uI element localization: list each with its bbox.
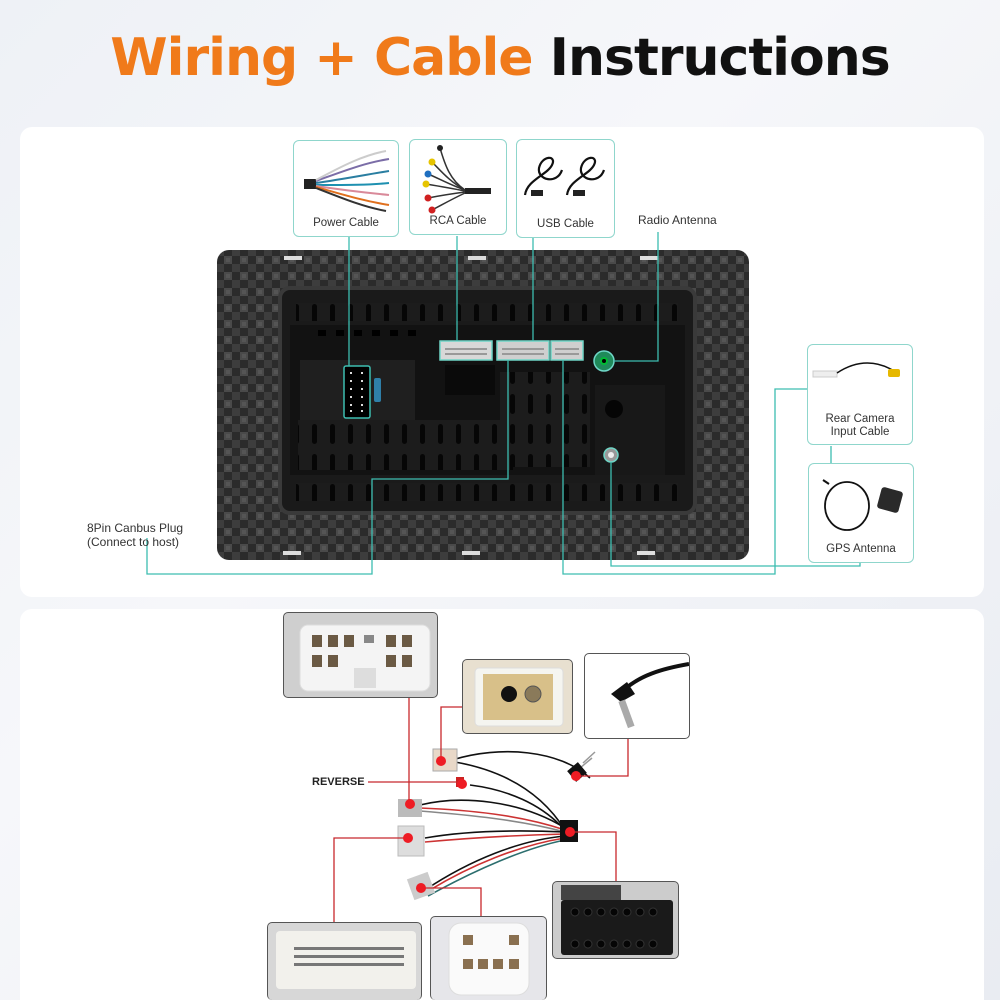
radio-line — [614, 232, 659, 362]
antenna-socket-icon — [474, 667, 564, 727]
gps-antenna-icon — [822, 479, 903, 531]
photo-antenna-plug — [584, 653, 690, 739]
antenna-plug-icon — [611, 662, 689, 729]
label-reverse: REVERSE — [312, 776, 365, 788]
rca-port — [496, 340, 550, 361]
cable-label-gps: GPS Antenna — [826, 543, 896, 555]
photo-head-unit-plug — [552, 881, 679, 959]
canbus-line — [146, 360, 509, 575]
canbus-socket — [343, 365, 381, 419]
cable-box-rear-camera: Rear Camera Input Cable — [807, 344, 913, 445]
gps-line — [610, 462, 861, 567]
callout-lines — [146, 232, 861, 575]
page-title: Wiring + Cable Instructions — [0, 28, 1000, 88]
cable-label-rca: RCA Cable — [429, 215, 487, 227]
title-accent: Wiring + Cable — [110, 28, 533, 88]
title-main: Instructions — [549, 28, 891, 88]
cable-box-rca: RCA Cable — [409, 139, 507, 235]
label-radio-antenna: Radio Antenna — [638, 213, 717, 227]
cable-label-power: Power Cable — [313, 217, 379, 229]
cable-box-gps: GPS Antenna — [808, 463, 914, 563]
rca-cable-icon — [422, 145, 491, 214]
cable-label-rear-camera: Rear Camera Input Cable — [825, 413, 895, 438]
photo-antenna-socket — [462, 659, 573, 734]
photo-8pin-connector — [430, 916, 547, 1000]
photo-16pin-connector — [283, 612, 438, 698]
rear-camera-cable-icon — [812, 362, 900, 378]
label-canbus-plug: 8Pin Canbus Plug (Connect to host) — [87, 521, 184, 549]
power-port — [439, 340, 493, 361]
cable-box-usb: USB Cable — [516, 139, 615, 238]
28pin-connector-icon — [276, 931, 416, 989]
gps-port — [603, 447, 619, 463]
photo-28pin-connector — [267, 922, 422, 1000]
cable-label-usb: USB Cable — [537, 218, 594, 230]
head-unit-plug-icon — [561, 885, 673, 955]
16pin-connector-icon — [299, 624, 431, 692]
8pin-connector-icon — [448, 922, 530, 996]
usb-port — [550, 340, 584, 361]
radio-antenna-port — [593, 350, 615, 372]
rear-camera-line — [562, 360, 808, 575]
power-cable-icon — [304, 150, 390, 212]
cable-box-power: Power Cable — [293, 140, 399, 237]
pin-grid — [294, 947, 404, 966]
usb-cable-icon — [523, 156, 606, 196]
